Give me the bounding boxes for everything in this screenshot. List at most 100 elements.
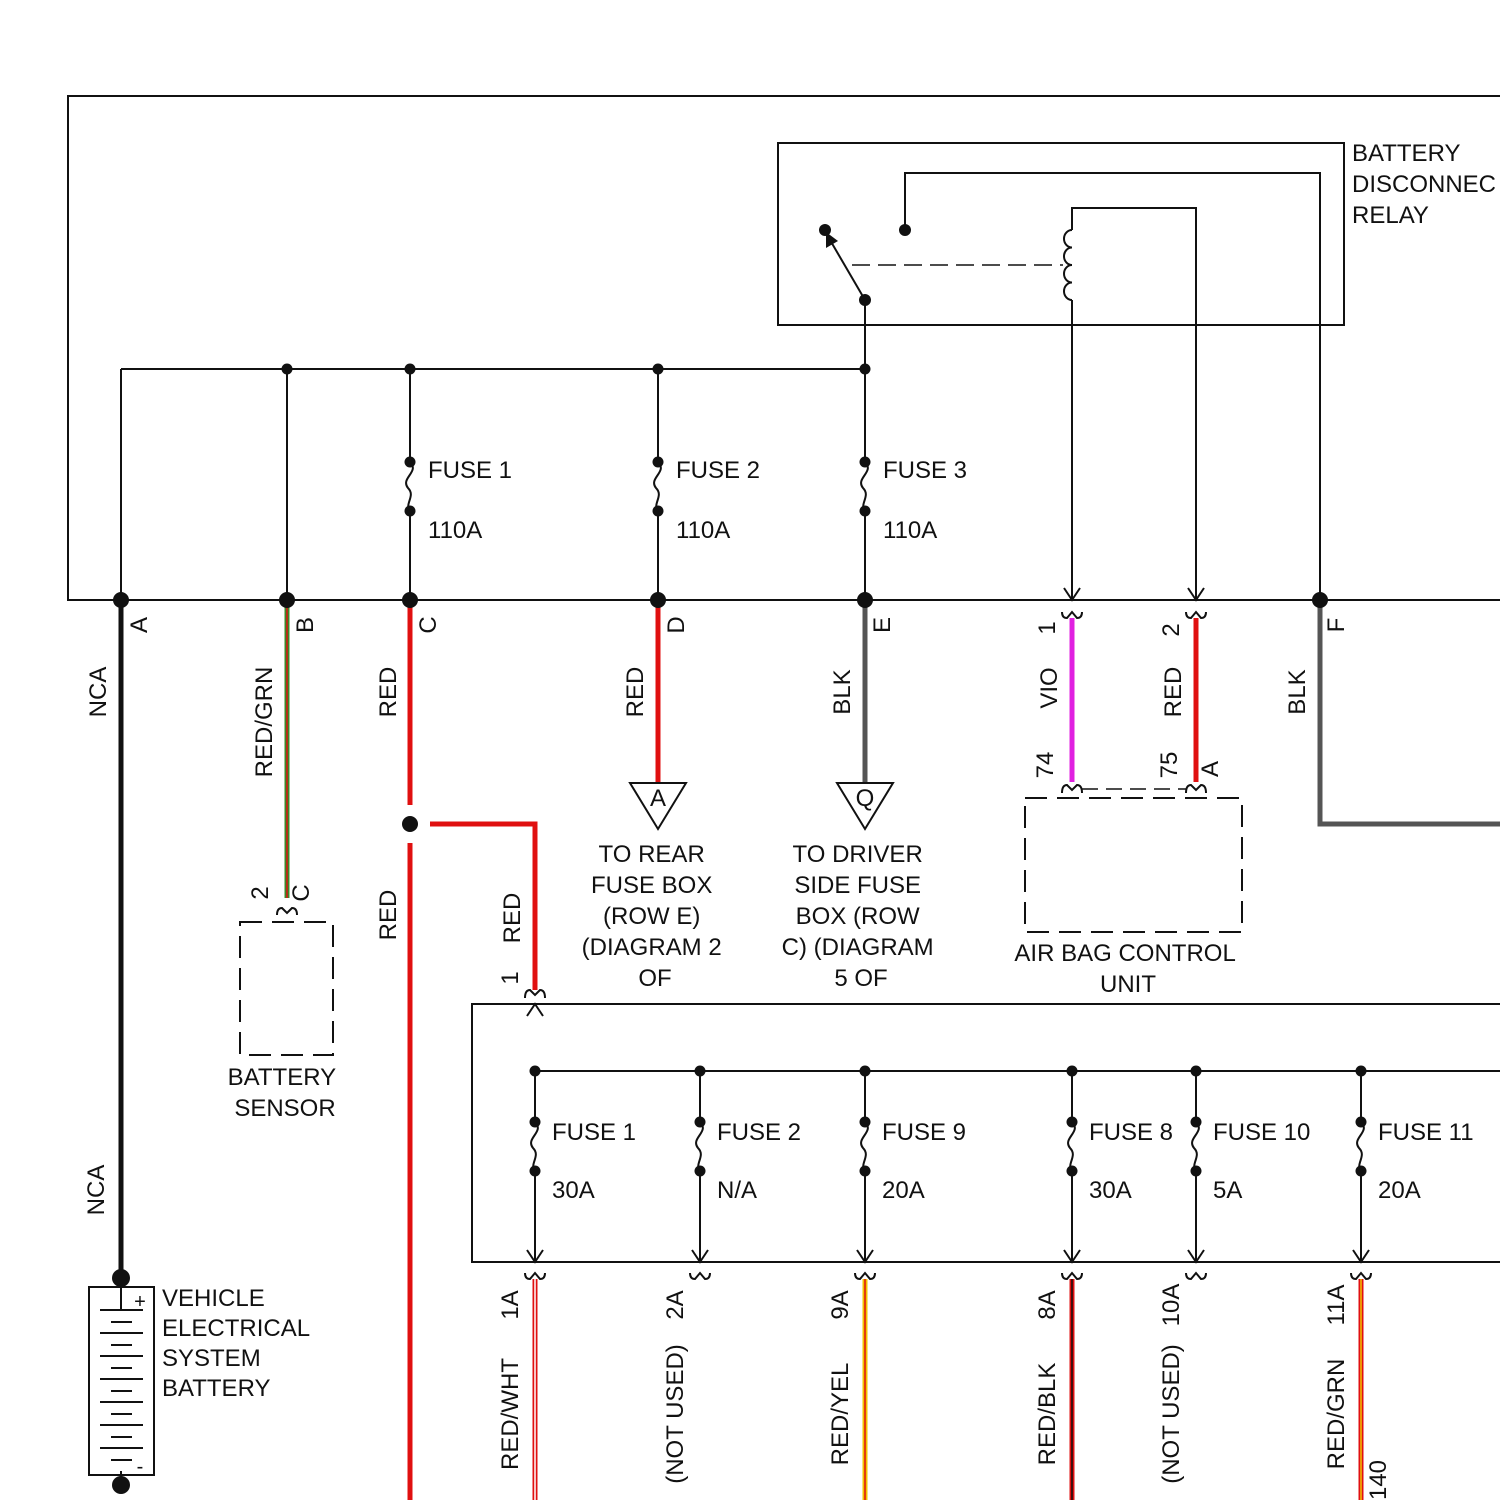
- lower-pin-label: 2A: [662, 1290, 689, 1319]
- airbag-pin-74: 74: [1032, 752, 1059, 779]
- battery-minus-sign: -: [137, 1456, 144, 1478]
- coil-pin-2-connector: [1186, 612, 1206, 618]
- airbag-pin-75: 75: [1156, 752, 1183, 779]
- lower-fuse-name: FUSE 1: [552, 1119, 636, 1146]
- lower-fuse-terminal: [1067, 1117, 1078, 1128]
- lower-bus-junction: [860, 1066, 871, 1077]
- upper-fuse-terminal: [860, 457, 871, 468]
- battery-sensor-pin-c: C: [288, 884, 315, 901]
- relay-contact-wire: [905, 173, 1320, 600]
- relay-switch-arm: [830, 240, 865, 300]
- lower-pin-label: 8A: [1034, 1290, 1061, 1319]
- pin-label-2: 2: [1158, 623, 1185, 636]
- lower-fuse-terminal: [530, 1117, 541, 1128]
- wire-label-e: BLK: [829, 669, 856, 714]
- pin-label-e: E: [869, 617, 896, 633]
- lower-fuse-terminal: [695, 1117, 706, 1128]
- upper-pin-dot: [1312, 592, 1328, 608]
- upper-fuse-name: FUSE 3: [883, 457, 967, 484]
- airbag-label: AIR BAG CONTROL UNIT: [1014, 940, 1241, 998]
- upper-fuse-terminal: [860, 506, 871, 517]
- lower-fuse-terminal: [530, 1166, 541, 1177]
- airbag-pin-a: A: [1197, 761, 1224, 777]
- relay-coil-wire: [1072, 208, 1196, 600]
- upper-pin-dot: [279, 592, 295, 608]
- wire-c-splice: [402, 816, 418, 832]
- battery-symbol-box: [89, 1287, 154, 1475]
- lower-wire-label: RED/GRN: [1323, 1359, 1350, 1470]
- wire-f-blk: [1320, 600, 1500, 824]
- wire-label-a: NCA: [85, 667, 112, 718]
- lower-fuse-icon: [1357, 1122, 1364, 1171]
- lower-fuse-terminal: [1191, 1117, 1202, 1128]
- lower-pin-label: 9A: [827, 1290, 854, 1319]
- upper-fuse-icon-3: [861, 462, 868, 511]
- lower-pin-label: 10A: [1158, 1284, 1185, 1327]
- lower-input-arrow: [527, 1004, 543, 1016]
- lower-fuse-name: FUSE 10: [1213, 1119, 1310, 1146]
- connector-q-letter: Q: [856, 785, 875, 812]
- wire-label-vio: VIO: [1036, 667, 1063, 708]
- upper-fuse-rating: 110A: [883, 517, 937, 544]
- connector-a-letter: A: [650, 785, 666, 812]
- upper-bus-junction: [405, 364, 416, 375]
- wire-label-battery: NCA: [83, 1165, 110, 1216]
- connector-q-label: TO DRIVER SIDE FUSE BOX (ROW C) (DIAGRAM…: [782, 841, 941, 992]
- lower-fuse-rating: 5A: [1213, 1177, 1242, 1204]
- upper-bus-junction: [860, 364, 871, 375]
- lower-pin-connector: [690, 1273, 710, 1279]
- lower-fuse-terminal: [1067, 1166, 1078, 1177]
- upper-fuse-terminal: [405, 506, 416, 517]
- relay-label: BATTERY DISCONNEC RELAY: [1352, 140, 1500, 229]
- upper-fuse-rating: 110A: [676, 517, 730, 544]
- upper-fuse-terminal: [653, 457, 664, 468]
- lower-pin-label: 1A: [497, 1290, 524, 1319]
- battery-sensor-pin-2: 2: [247, 886, 274, 899]
- lower-bus-junction: [1356, 1066, 1367, 1077]
- lower-wire-label: RED/WHT: [497, 1358, 524, 1470]
- upper-bus-junction: [282, 364, 293, 375]
- edge-label-140: 140: [1365, 1460, 1392, 1500]
- main-fuse-box-outline: [68, 96, 1500, 600]
- lower-pin-connector: [855, 1273, 875, 1279]
- lower-fuse-terminal: [1356, 1117, 1367, 1128]
- lower-fuse-terminal: [860, 1166, 871, 1177]
- lower-fuse-name: FUSE 8: [1089, 1119, 1173, 1146]
- airbag-control-unit-box: [1025, 798, 1242, 932]
- lower-fuse-name: FUSE 9: [882, 1119, 966, 1146]
- upper-fuse-rating: 110A: [428, 517, 482, 544]
- relay-switch-pivot: [819, 224, 831, 236]
- lower-fuse-name: FUSE 11: [1378, 1119, 1474, 1146]
- wire-label-b: RED/GRN: [251, 667, 278, 778]
- upper-pin-dot: [402, 592, 418, 608]
- connector-a-label: TO REAR FUSE BOX (ROW E) (DIAGRAM 2 OF: [582, 841, 729, 992]
- lower-fuse-rating: N/A: [717, 1177, 757, 1204]
- lower-fuse-rating: 20A: [882, 1177, 925, 1204]
- lower-bus-junction: [530, 1066, 541, 1077]
- upper-fuse-terminal: [405, 457, 416, 468]
- battery-sensor-connector: [277, 908, 297, 915]
- lower-fuse-rating: 20A: [1378, 1177, 1421, 1204]
- upper-fuse-icon-2: [654, 462, 661, 511]
- lower-bus-junction: [695, 1066, 706, 1077]
- wire-label-d: RED: [622, 667, 649, 718]
- lower-bus-junction: [1067, 1066, 1078, 1077]
- upper-pin-dot: [857, 592, 873, 608]
- lower-fuse-icon: [1192, 1122, 1199, 1171]
- wire-label-c-lower: RED: [375, 890, 402, 941]
- coil-pin-1-connector: [1062, 612, 1082, 618]
- lower-pin-connector: [1062, 1273, 1082, 1279]
- pin-label-1: 1: [1034, 621, 1061, 634]
- airbag-pin-74-connector: [1062, 785, 1082, 793]
- lower-pin-label: 11A: [1323, 1285, 1350, 1326]
- lower-pin-connector: [1351, 1273, 1371, 1279]
- battery-plus-sign: +: [134, 1291, 146, 1313]
- lower-fuse-icon: [696, 1122, 703, 1171]
- lower-wire-label: (NOT USED): [1158, 1344, 1185, 1484]
- lower-input-connector: [525, 990, 545, 998]
- lower-pin-connector: [1186, 1273, 1206, 1279]
- lower-wire-label: RED/YEL: [827, 1363, 854, 1466]
- battery-positive-terminal: [112, 1269, 130, 1287]
- lower-fuse-name: FUSE 2: [717, 1119, 801, 1146]
